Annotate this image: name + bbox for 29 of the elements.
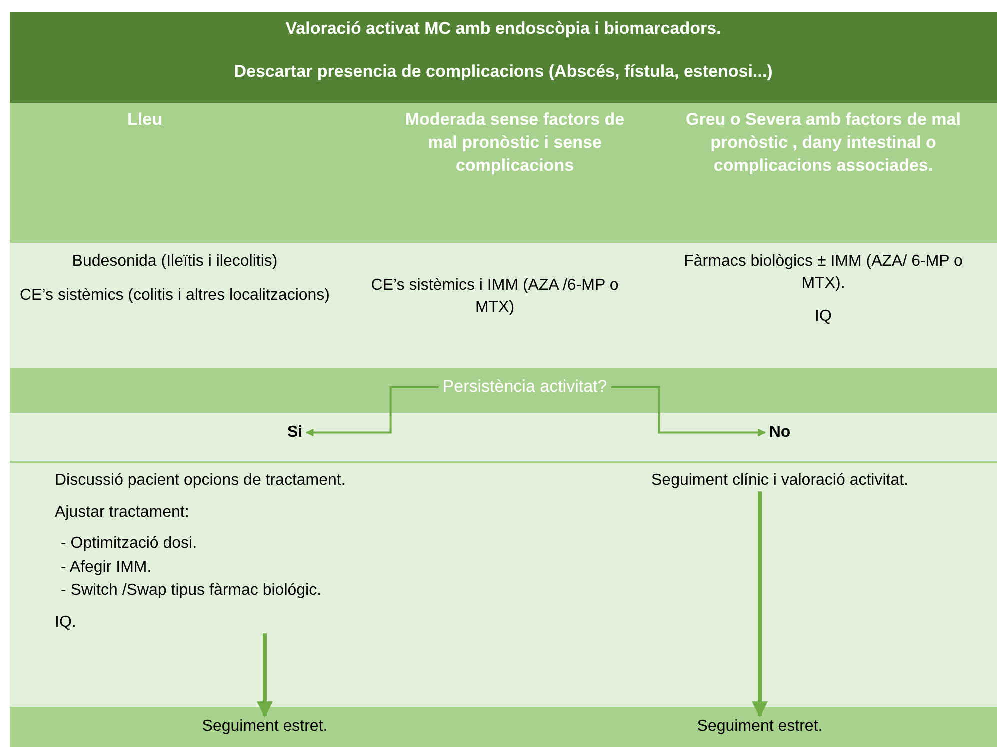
treatment-text: Fàrmacs biològics ± IMM (AZA/ 6-MP o MTX).	[683, 252, 964, 294]
text-line: Discussió pacient opcions de tractament.	[55, 471, 347, 491]
outcome-text: Seguiment clínic i valoració activitat.	[575, 470, 985, 492]
arrow	[257, 634, 273, 718]
text-line: - Switch /Swap tipus fàrmac biológic.	[60, 581, 323, 602]
treatment-text: IQ	[814, 307, 833, 328]
arrow	[611, 386, 766, 437]
outcome-text: Seguiment estret.	[660, 716, 860, 738]
question-text: Persistència activitat?	[400, 376, 650, 399]
text-line: - Optimització dosi.	[60, 534, 198, 554]
severity-cell: Greu o Severa amb factors de mal pronòstic , dany intestinal o complicacions associades.	[650, 103, 997, 243]
heading-text: Descartar presencia de complicacions (Abscés, fístula, estenosi...)	[233, 60, 774, 83]
answer-text: No	[755, 422, 805, 444]
header-band	[10, 12, 997, 103]
treatment-cell	[650, 243, 997, 368]
outcome-text: Seguiment estret.	[165, 716, 365, 738]
heading-text: Valoració activat MC amb endoscòpia i biomarcadors.	[284, 18, 722, 40]
text-line: - Afegir IMM.	[60, 558, 153, 578]
severity-cell: Moderada sense factors de mal pronòstic i sense complicacions	[340, 103, 650, 243]
text-line: IQ.	[55, 612, 78, 633]
answer-text: Si	[270, 422, 320, 444]
treatment-cell	[10, 243, 340, 368]
severity-cell: Lleu	[10, 103, 340, 243]
treatment-text: CE’s sistèmics (colitis i altres localitzacions)	[19, 286, 331, 306]
text-line: Ajustar tractament:	[55, 502, 190, 523]
treatment-text: Budesonida (Ileïtis i ilecolitis)	[71, 252, 279, 272]
arrow	[306, 386, 439, 437]
treatment-cell: CE’s sistèmics i IMM (AZA /6-MP o MTX)	[340, 243, 650, 368]
arrow	[752, 492, 768, 718]
